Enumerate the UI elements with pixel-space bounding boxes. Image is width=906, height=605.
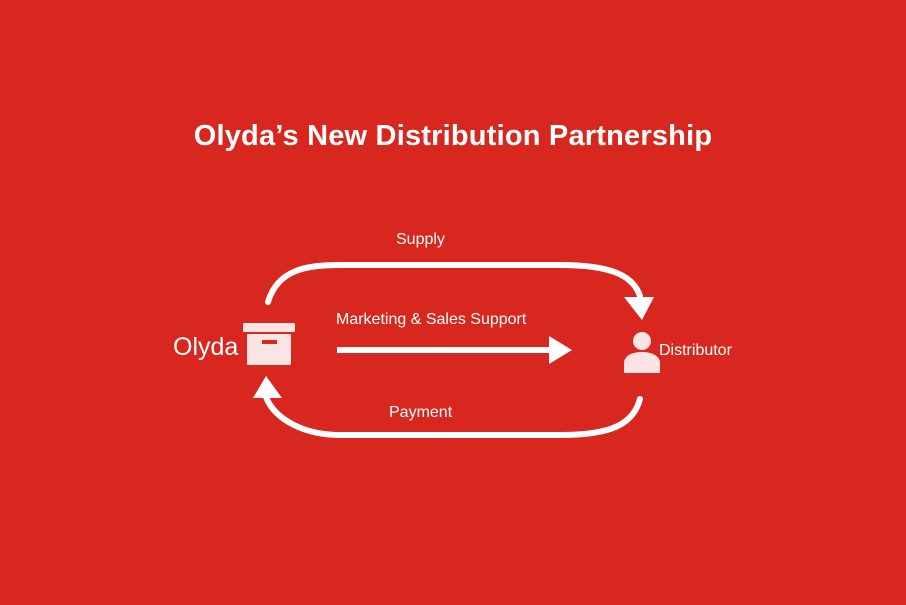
payment-arrowhead: [253, 376, 282, 398]
marketing-arrowhead: [549, 336, 572, 364]
supply-arrowhead: [624, 297, 654, 320]
person-icon: [624, 332, 660, 373]
archive-box-icon: [243, 323, 295, 365]
supply-label: Supply: [396, 231, 445, 248]
marketing-label: Marketing & Sales Support: [336, 311, 527, 328]
payment-arrow: [263, 394, 643, 438]
distributor-label: Distributor: [659, 342, 732, 359]
olyda-label: Olyda: [173, 333, 239, 361]
supply-arrow: [265, 262, 643, 305]
page-title: Olyda’s New Distribution Partnership: [193, 120, 713, 152]
payment-label: Payment: [389, 404, 453, 421]
